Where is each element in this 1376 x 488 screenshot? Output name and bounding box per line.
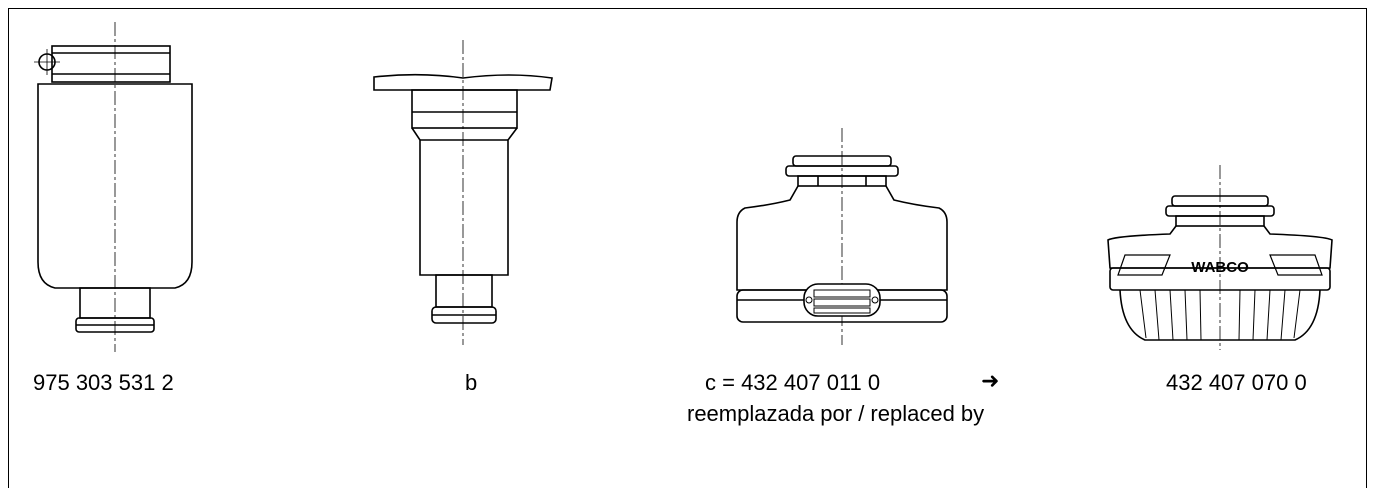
part-975-303-531-2-drawing [34,22,193,352]
part-c-drawing [736,128,948,345]
replacement-arrow-icon: ➜ [981,368,1000,393]
part-label-c: c = 432 407 011 0 [705,370,881,395]
part-label-432-407-070-0: 432 407 070 0 [1166,370,1307,395]
replacement-note: reemplazada por / replaced by [687,401,985,426]
part-432-407-070-0-drawing [1107,165,1333,350]
part-label-b: b [465,370,478,395]
wabco-logo-text: WABCO [1191,259,1249,276]
part-b-drawing [373,40,553,345]
part-label-975-303-531-2: 975 303 531 2 [33,370,174,395]
figure-frame [8,8,1367,488]
